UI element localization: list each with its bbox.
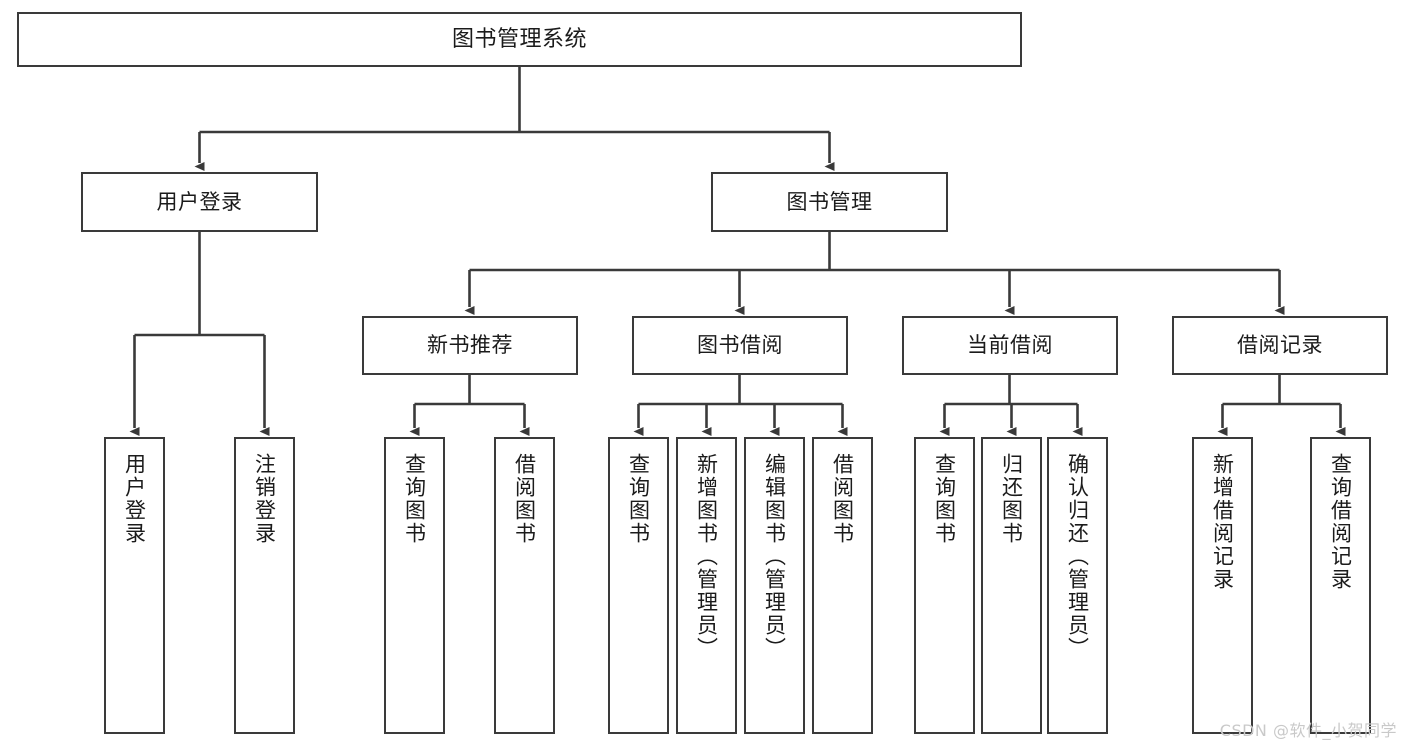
node-leaf-user-logout-label: 注销登录	[252, 453, 277, 545]
node-leaf-edit-book-label: 编辑图书（管理员）	[762, 453, 787, 660]
node-leaf-add-book-label: 新增图书（管理员）	[694, 453, 719, 660]
csdn-watermark: CSDN @软件_小贺同学	[1219, 721, 1397, 740]
node-leaf-user-login[interactable]: 用户登录	[104, 437, 165, 734]
node-user-login[interactable]: 用户登录	[81, 172, 318, 232]
node-leaf-edit-book[interactable]: 编辑图书（管理员）	[744, 437, 805, 734]
node-borrow-record[interactable]: 借阅记录	[1172, 316, 1388, 375]
node-book-borrow-label: 图书借阅	[697, 333, 783, 358]
node-leaf-add-record[interactable]: 新增借阅记录	[1192, 437, 1253, 734]
node-book-manage-label: 图书管理	[786, 189, 873, 214]
node-leaf-confirm-return-label: 确认归还（管理员）	[1065, 453, 1090, 660]
node-book-borrow[interactable]: 图书借阅	[632, 316, 848, 375]
node-leaf-query-book-3-label: 查询图书	[932, 453, 957, 545]
node-leaf-confirm-return[interactable]: 确认归还（管理员）	[1047, 437, 1108, 734]
node-current-borrow-label: 当前借阅	[967, 333, 1053, 358]
node-leaf-add-record-label: 新增借阅记录	[1210, 453, 1235, 591]
node-root-label: 图书管理系统	[451, 26, 587, 52]
node-leaf-query-book-1[interactable]: 查询图书	[384, 437, 445, 734]
node-leaf-query-book-3[interactable]: 查询图书	[914, 437, 975, 734]
node-leaf-query-record-label: 查询借阅记录	[1328, 453, 1353, 591]
node-new-book-recommend-label: 新书推荐	[427, 333, 513, 358]
node-leaf-return-book[interactable]: 归还图书	[981, 437, 1042, 734]
node-leaf-query-book-2-label: 查询图书	[626, 453, 651, 545]
node-leaf-borrow-book-2[interactable]: 借阅图书	[812, 437, 873, 734]
node-book-manage[interactable]: 图书管理	[711, 172, 948, 232]
node-root[interactable]: 图书管理系统	[17, 12, 1022, 67]
node-borrow-record-label: 借阅记录	[1237, 333, 1323, 358]
node-leaf-borrow-book-1[interactable]: 借阅图书	[494, 437, 555, 734]
node-leaf-query-book-2[interactable]: 查询图书	[608, 437, 669, 734]
node-leaf-borrow-book-2-label: 借阅图书	[830, 453, 855, 545]
node-leaf-return-book-label: 归还图书	[999, 453, 1024, 545]
node-leaf-user-login-label: 用户登录	[122, 453, 147, 545]
node-new-book-recommend[interactable]: 新书推荐	[362, 316, 578, 375]
node-current-borrow[interactable]: 当前借阅	[902, 316, 1118, 375]
node-leaf-query-record[interactable]: 查询借阅记录	[1310, 437, 1371, 734]
node-leaf-add-book[interactable]: 新增图书（管理员）	[676, 437, 737, 734]
node-leaf-user-logout[interactable]: 注销登录	[234, 437, 295, 734]
node-leaf-borrow-book-1-label: 借阅图书	[512, 453, 537, 545]
node-user-login-label: 用户登录	[156, 189, 243, 214]
node-leaf-query-book-1-label: 查询图书	[402, 453, 427, 545]
